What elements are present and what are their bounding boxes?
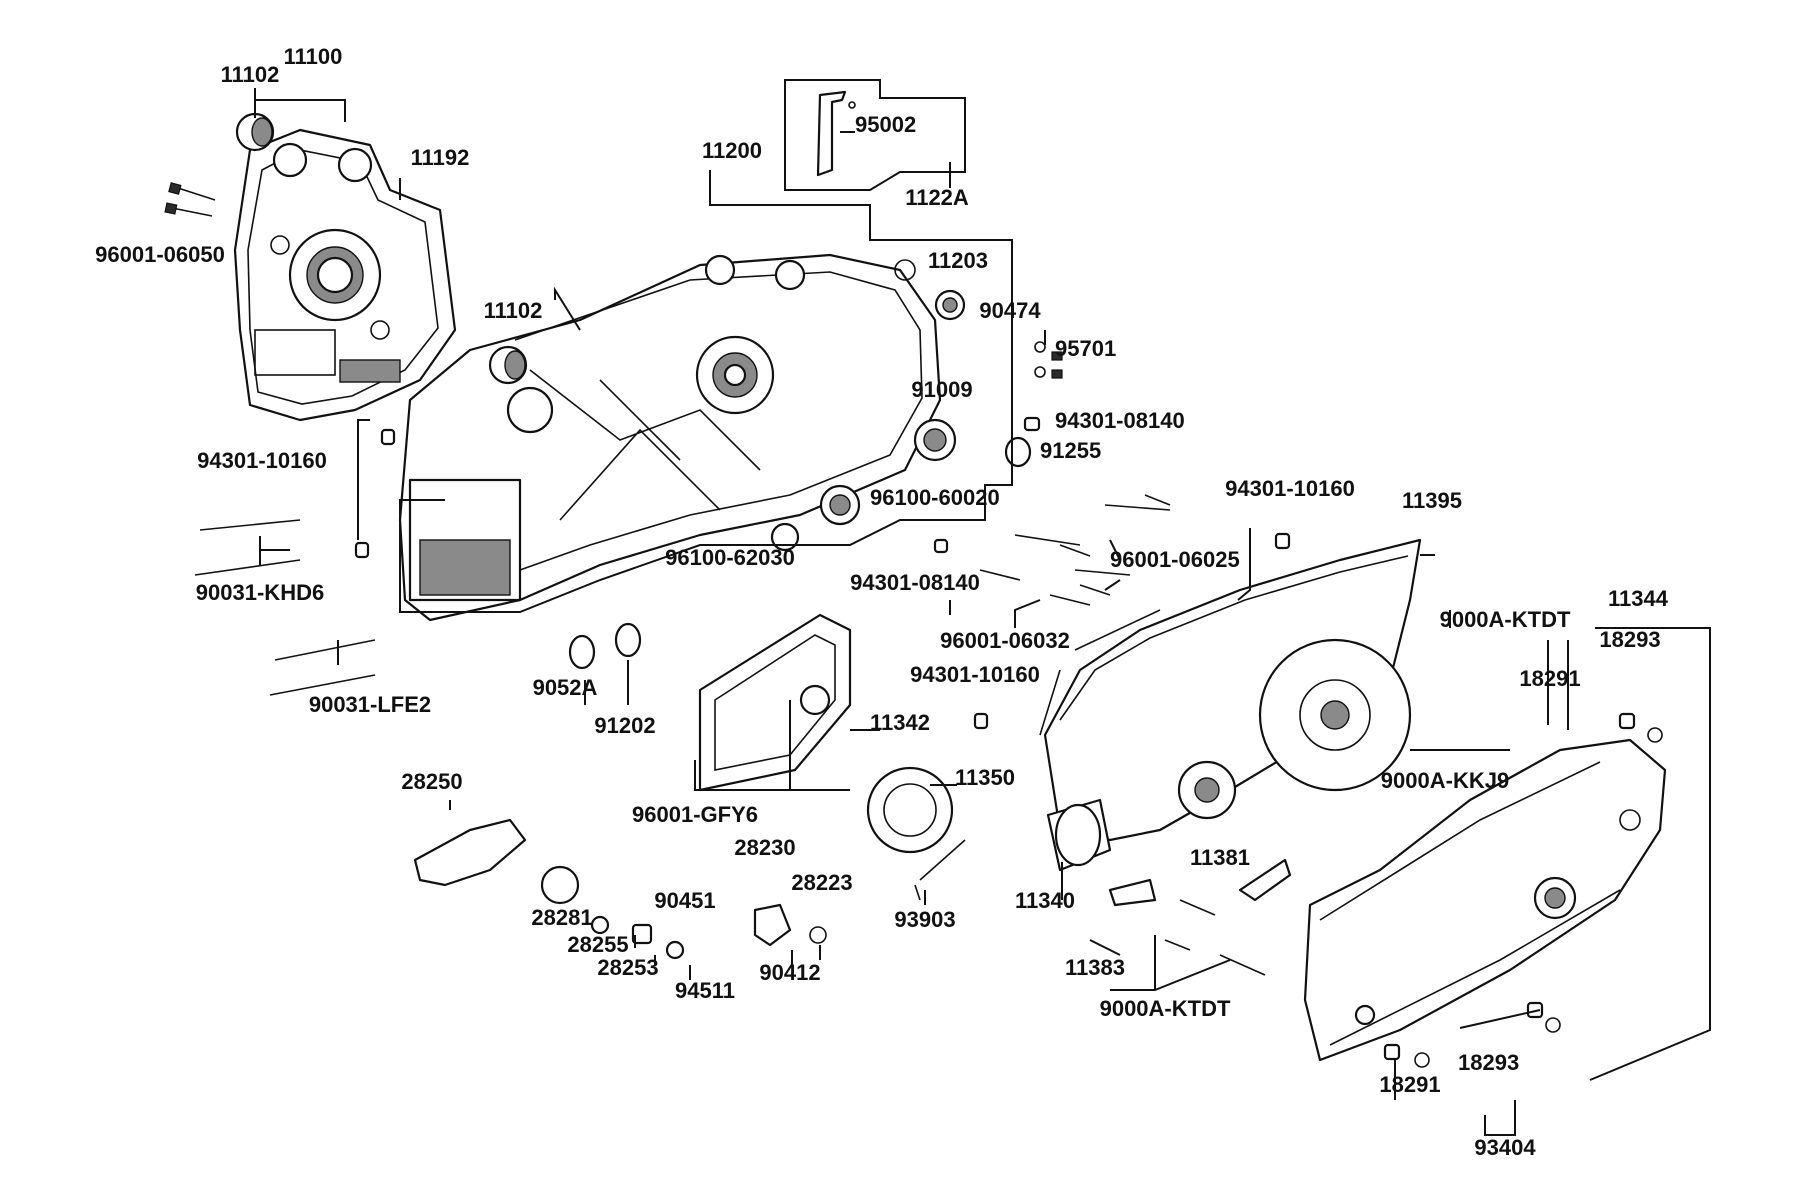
part-number-label: 93404 [1474,1135,1536,1160]
part-number-label: 28223 [791,870,852,895]
part-number-label: 11350 [955,765,1015,790]
part-number-label: 9000A-KTDT [1440,607,1571,632]
part-number-label: 11344 [1608,586,1669,611]
part-number-label: 11102 [221,62,280,87]
part-number-label: 1122A [905,185,969,210]
part-number-label: 91255 [1040,438,1101,463]
part-number-label: 11200 [702,138,762,163]
crankcase-left-drawing [164,112,457,422]
part-number-label: 18291 [1379,1072,1440,1097]
part-number-label: 28230 [734,835,795,860]
part-number-label: 95701 [1055,336,1116,361]
part-number-label: 94301-10160 [197,448,327,473]
crankcase-right-drawing [354,253,966,622]
part-number-label: 11383 [1065,955,1125,980]
transmission-cover-drawing [1039,538,1422,872]
part-number-label: 96001-06032 [940,628,1070,653]
part-number-label: 96001-GFY6 [632,802,758,827]
part-number-label: 11192 [411,145,470,170]
part-number-label: 90031-LFE2 [309,692,431,717]
part-number-label: 11102 [484,298,543,323]
part-number-label: 94301-08140 [1055,408,1185,433]
part-number-label: 90031-KHD6 [196,580,324,605]
part-number-label: 93903 [894,907,955,932]
part-number-label: 94511 [675,978,735,1003]
part-number-label: 96001-06050 [95,242,225,267]
part-number-label: 11100 [284,44,343,69]
part-number-label: 11203 [928,248,988,273]
part-number-label: 18293 [1599,627,1660,652]
leader-lines [254,79,1711,1136]
part-number-label: 9052A [533,675,598,700]
part-number-label: 96100-62030 [665,545,795,570]
breather-tube-drawing [816,90,856,177]
part-number-label: 28281 [531,905,592,930]
part-number-label: 11342 [870,710,930,735]
part-number-label: 9000A-KKJ9 [1381,768,1509,793]
part-number-label: 94301-10160 [1225,476,1355,501]
part-number-label: 94301-08140 [850,570,980,595]
part-number-label: 94301-10160 [910,662,1040,687]
part-number-label: 18293 [1458,1050,1519,1075]
part-number-label: 18291 [1519,666,1580,691]
part-number-label: 96100-60020 [870,485,1000,510]
part-number-label: 9000A-KTDT [1100,996,1231,1021]
part-number-label: 90412 [759,960,820,985]
part-number-label: 96001-06025 [1110,547,1240,572]
part-number-label: 90474 [979,298,1041,323]
part-number-label: 91202 [594,713,655,738]
part-number-label: 11395 [1402,488,1462,513]
outer-cover-drawing [1303,712,1667,1068]
part-number-label: 28250 [401,769,462,794]
part-labels: 11100111021119296001-0605011102112009500… [95,44,1669,1160]
part-number-label: 11340 [1015,888,1075,913]
part-number-label: 28255 [567,932,628,957]
part-number-label: 28253 [597,955,658,980]
part-number-label: 91009 [911,377,972,402]
gasket-plate-drawing [698,613,852,792]
misc-parts-drawing [194,519,1292,976]
part-number-label: 95002 [855,112,916,137]
part-number-label: 11381 [1190,845,1250,870]
part-number-label: 90451 [654,888,715,913]
